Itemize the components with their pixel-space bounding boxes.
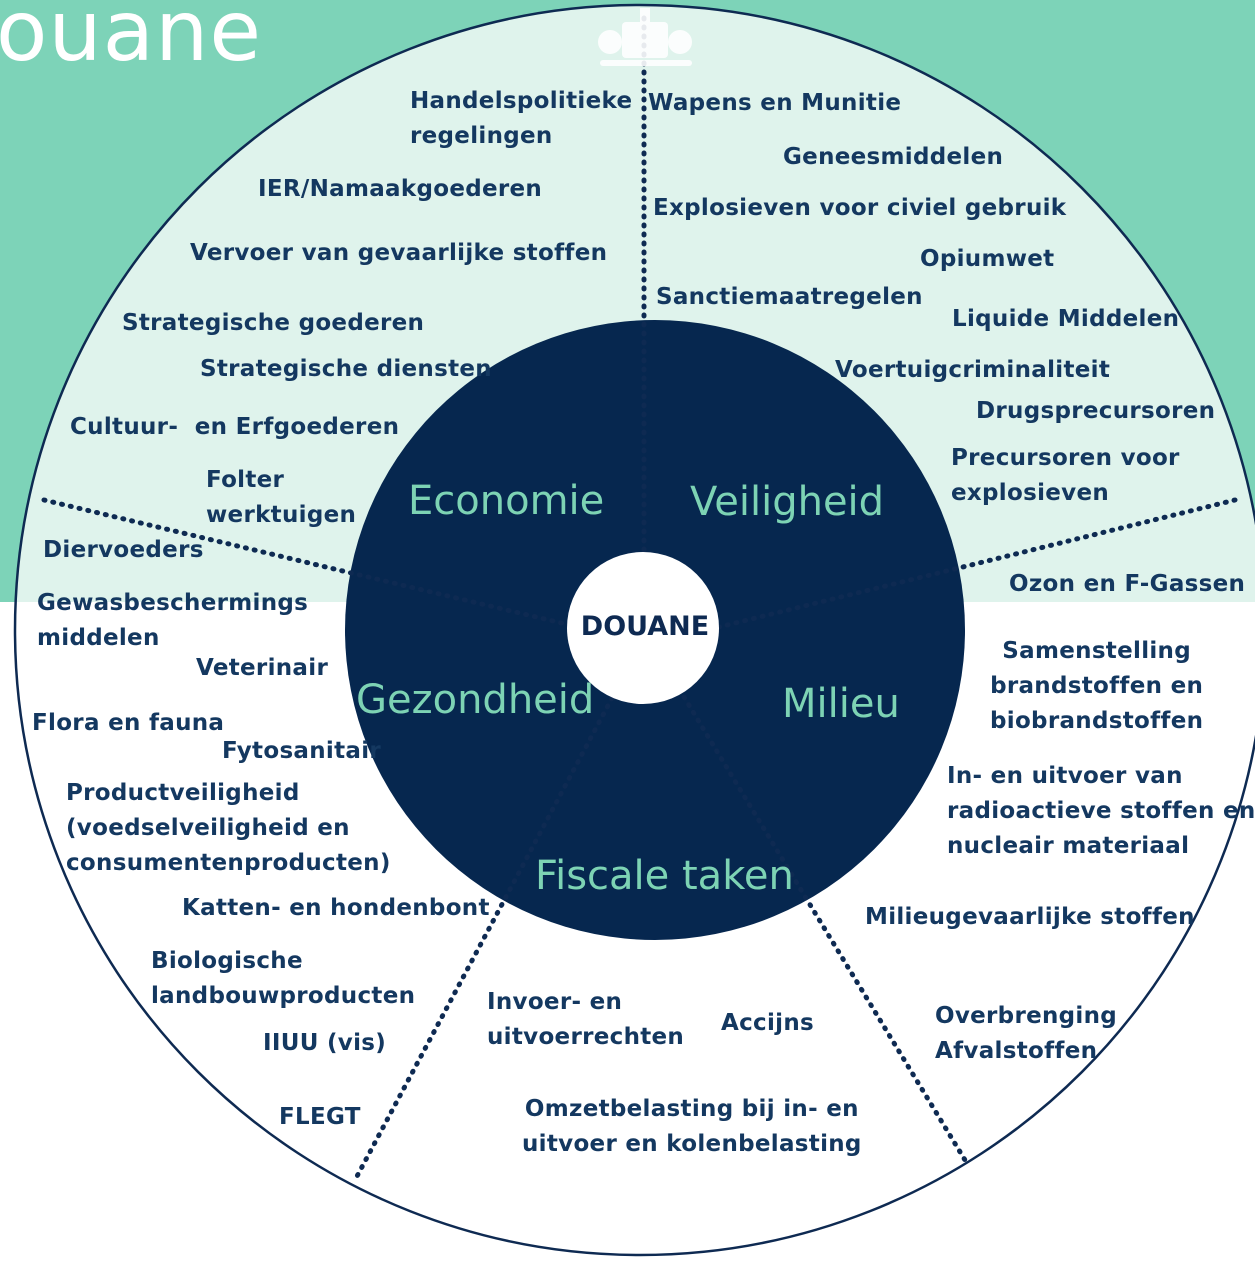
label-omzetbelasting: Omzetbelasting bij in- en uitvoer en kol… — [522, 1096, 862, 1157]
emblem-icon — [598, 8, 692, 66]
label-explosieven-civiel: Explosieven voor civiel gebruik — [653, 195, 1067, 221]
sector-fiscale-taken: Fiscale taken — [535, 853, 794, 899]
label-opiumwet: Opiumwet — [920, 246, 1055, 272]
label-iiuu-vis: IIUU (vis) — [263, 1030, 387, 1056]
label-veterinair: Veterinair — [196, 655, 329, 681]
sector-gezondheid: Gezondheid — [356, 677, 595, 723]
label-vervoer-gevaarlijke-stoffen: Vervoer van gevaarlijke stoffen — [190, 240, 608, 266]
label-handelspolitieke-regelingen: Handelspolitieke regelingen — [410, 88, 633, 149]
label-strategische-diensten: Strategische diensten — [200, 356, 492, 382]
label-radioactieve-stoffen: In- en uitvoer van radioactieve stoffen … — [947, 763, 1255, 859]
label-diervoeders: Diervoeders — [43, 537, 204, 563]
label-strategische-goederen: Strategische goederen — [122, 310, 425, 336]
label-milieugevaarlijke-stoffen: Milieugevaarlijke stoffen — [865, 904, 1195, 930]
label-samenstelling-brandstoffen: Samenstelling brandstoffen en biobrandst… — [990, 638, 1204, 734]
outer-ring-border — [13, 3, 1255, 1257]
label-flora-fauna: Flora en fauna — [32, 710, 225, 736]
center-circle — [567, 552, 719, 704]
label-flegt: FLEGT — [279, 1104, 361, 1130]
label-wapens-munitie: Wapens en Munitie — [648, 90, 902, 116]
label-accijns: Accijns — [721, 1010, 814, 1036]
label-ozon-f-gassen: Ozon en F-Gassen — [1009, 571, 1246, 597]
separator-right — [712, 497, 1238, 631]
separator-bottom-right — [681, 694, 971, 1168]
label-sanctiemaatregelen: Sanctiemaatregelen — [656, 284, 923, 310]
label-fytosanitair: Fytosanitair — [222, 738, 382, 764]
label-overbrenging-afvalstoffen: Overbrenging Afvalstoffen — [935, 1003, 1118, 1064]
label-drugsprecursoren: Drugsprecursoren — [976, 398, 1216, 424]
sector-economie: Economie — [408, 478, 605, 524]
label-gewasbeschermingsmiddelen: Gewasbeschermings middelen — [37, 590, 309, 651]
label-folter-werktuigen: Folter werktuigen — [206, 467, 357, 528]
label-liquide-middelen: Liquide Middelen — [952, 306, 1180, 332]
sector-milieu: Milieu — [782, 681, 900, 727]
label-katten-hondenbont: Katten- en hondenbont — [182, 895, 490, 921]
label-invoer-uitvoerrechten: Invoer- en uitvoerrechten — [487, 989, 685, 1050]
label-geneesmiddelen: Geneesmiddelen — [783, 144, 1004, 170]
separator-bottom-left — [352, 695, 615, 1183]
logo-box — [590, 0, 704, 90]
sector-veiligheid: Veiligheid — [690, 479, 885, 525]
label-cultuur-erfgoederen: Cultuur- en Erfgoederen — [70, 414, 400, 440]
label-precursoren-explosieven: Precursoren voor explosieven — [951, 445, 1180, 506]
label-voertuigcriminaliteit: Voertuigcriminaliteit — [835, 357, 1111, 383]
center-label: DOUANE — [580, 611, 710, 642]
label-biologische-landbouwproducten: Biologische landbouwproducten — [151, 948, 416, 1009]
label-ier-namaakgoederen: IER/Namaakgoederen — [258, 176, 543, 202]
label-productveiligheid: Productveiligheid (voedselveiligheid en … — [66, 780, 391, 876]
separator-left — [41, 497, 573, 628]
page-title: ouane — [0, 0, 263, 80]
